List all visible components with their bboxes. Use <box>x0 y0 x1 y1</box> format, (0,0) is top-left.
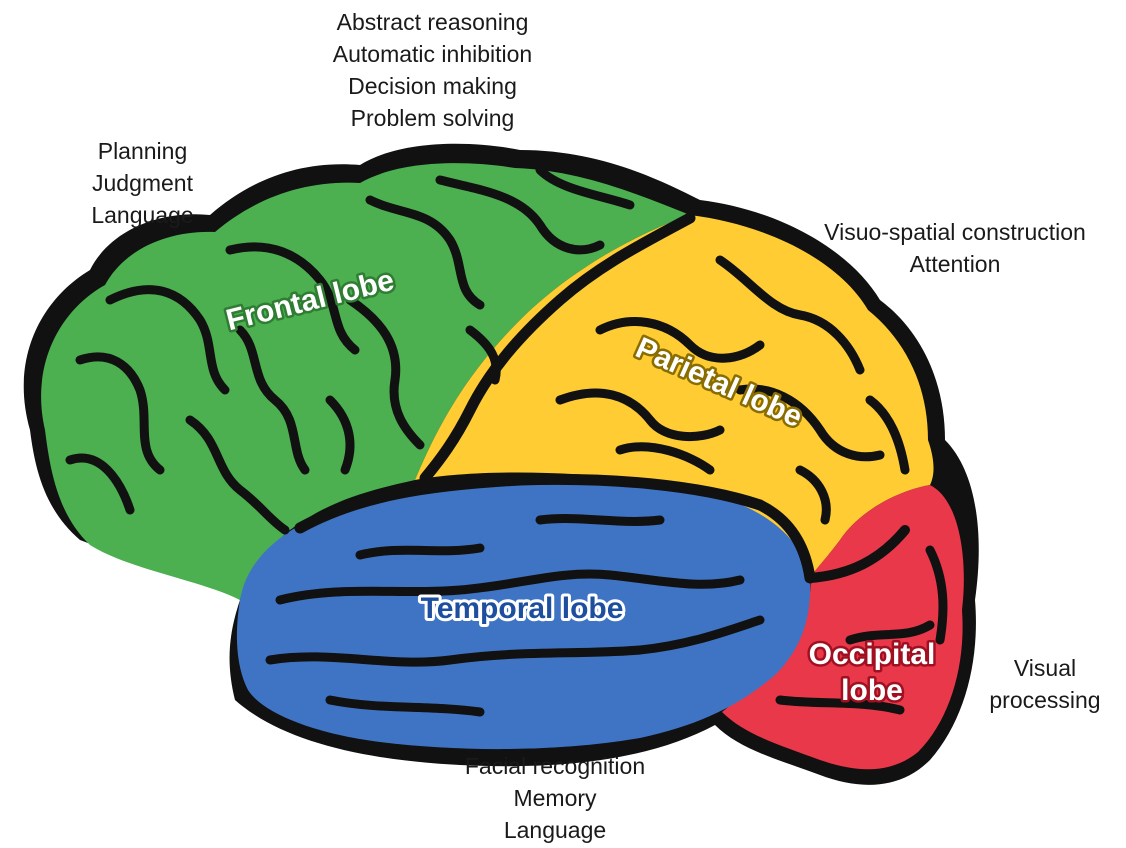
function-text: Attention <box>790 248 1120 280</box>
function-text: Facial recognition <box>420 750 690 782</box>
function-text: Language <box>420 814 690 846</box>
frontal-functions-top: Abstract reasoning Automatic inhibition … <box>290 6 575 134</box>
function-text: Problem solving <box>290 102 575 134</box>
function-text: Visuo-spatial construction <box>790 216 1120 248</box>
occipital-functions: Visual processing <box>960 652 1126 716</box>
function-text: Planning <box>60 135 225 167</box>
occipital-lobe-label-line1: Occipital <box>809 638 936 671</box>
function-text: Memory <box>420 782 690 814</box>
function-text: Automatic inhibition <box>290 38 575 70</box>
function-text: Abstract reasoning <box>290 6 575 38</box>
occipital-lobe-label-line2: lobe <box>841 674 903 707</box>
parietal-functions: Visuo-spatial construction Attention <box>790 216 1120 280</box>
function-text: processing <box>960 684 1126 716</box>
function-text: Decision making <box>290 70 575 102</box>
frontal-functions-left: Planning Judgment Language <box>60 135 225 231</box>
function-text: Visual <box>960 652 1126 684</box>
function-text: Language <box>60 199 225 231</box>
temporal-lobe-label: Temporal lobe <box>421 592 624 625</box>
function-text: Judgment <box>60 167 225 199</box>
temporal-functions: Facial recognition Memory Language <box>420 750 690 846</box>
